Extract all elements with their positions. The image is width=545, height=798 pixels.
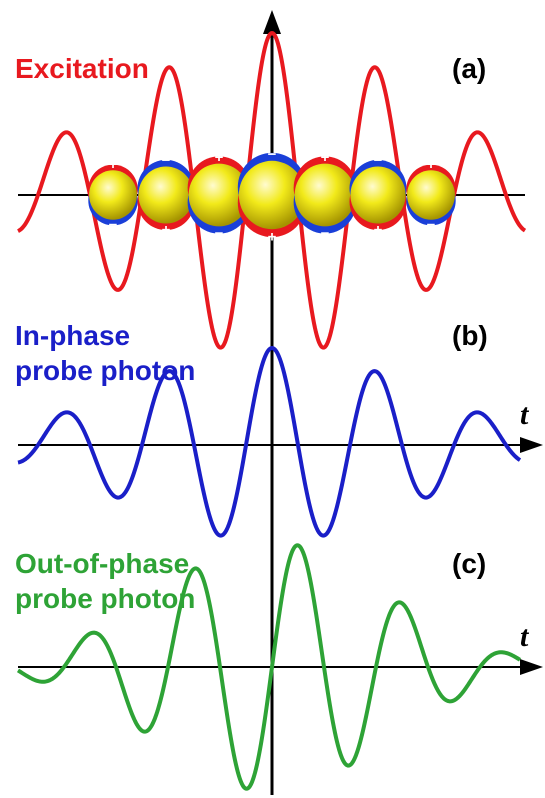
top-charge-sign: − bbox=[162, 152, 171, 169]
sphere bbox=[407, 170, 455, 220]
sphere bbox=[89, 170, 137, 220]
sphere bbox=[138, 166, 194, 224]
sphere bbox=[238, 160, 306, 230]
charge-sphere: +− bbox=[406, 156, 456, 234]
panel-b-axis-label: t bbox=[520, 398, 530, 431]
bottom-charge-sign: + bbox=[162, 221, 171, 238]
top-charge-sign: + bbox=[109, 156, 118, 173]
bottom-charge-sign: − bbox=[321, 225, 330, 242]
panel-c-axis-label: t bbox=[520, 620, 530, 653]
out-of-phase-waveform bbox=[16, 543, 522, 791]
panel-a-letter: (a) bbox=[452, 53, 486, 84]
top-charge-sign: + bbox=[321, 149, 330, 166]
bottom-charge-sign: − bbox=[215, 225, 224, 242]
charge-sphere: +− bbox=[293, 149, 357, 242]
bottom-charge-sign: − bbox=[427, 217, 436, 234]
panel-c-title-line2: probe photon bbox=[15, 583, 195, 614]
panel-b-letter: (b) bbox=[452, 320, 488, 351]
in-phase-waveform bbox=[17, 346, 522, 538]
sphere bbox=[294, 163, 356, 227]
bottom-charge-sign: + bbox=[374, 221, 383, 238]
bottom-charge-sign: + bbox=[268, 228, 277, 245]
charge-sphere: −+ bbox=[349, 152, 407, 238]
top-charge-sign: + bbox=[215, 149, 224, 166]
panel-a-title: Excitation bbox=[15, 53, 149, 84]
charge-sphere: −+ bbox=[137, 152, 195, 238]
time-axis-b-arrowhead bbox=[520, 437, 543, 453]
panel-b-title-line2: probe photon bbox=[15, 355, 195, 386]
charge-sphere: +− bbox=[187, 149, 251, 242]
charge-sphere: −+ bbox=[237, 146, 307, 245]
panel-c-letter: (c) bbox=[452, 548, 486, 579]
bottom-charge-sign: − bbox=[109, 217, 118, 234]
charge-spheres-group: +−−++−−++−−++− bbox=[88, 146, 456, 245]
top-charge-sign: − bbox=[374, 152, 383, 169]
time-axis-c-arrowhead bbox=[520, 659, 543, 675]
top-charge-sign: − bbox=[268, 146, 277, 163]
panel-b-title-line1: In-phase bbox=[15, 320, 130, 351]
excitation-waveform bbox=[17, 31, 527, 350]
top-charge-sign: + bbox=[427, 156, 436, 173]
panel-c-title-line1: Out-of-phase bbox=[15, 548, 189, 579]
vertical-axis-arrowhead bbox=[263, 10, 281, 34]
sphere bbox=[188, 163, 250, 227]
sphere bbox=[350, 166, 406, 224]
charge-sphere: +− bbox=[88, 156, 138, 234]
